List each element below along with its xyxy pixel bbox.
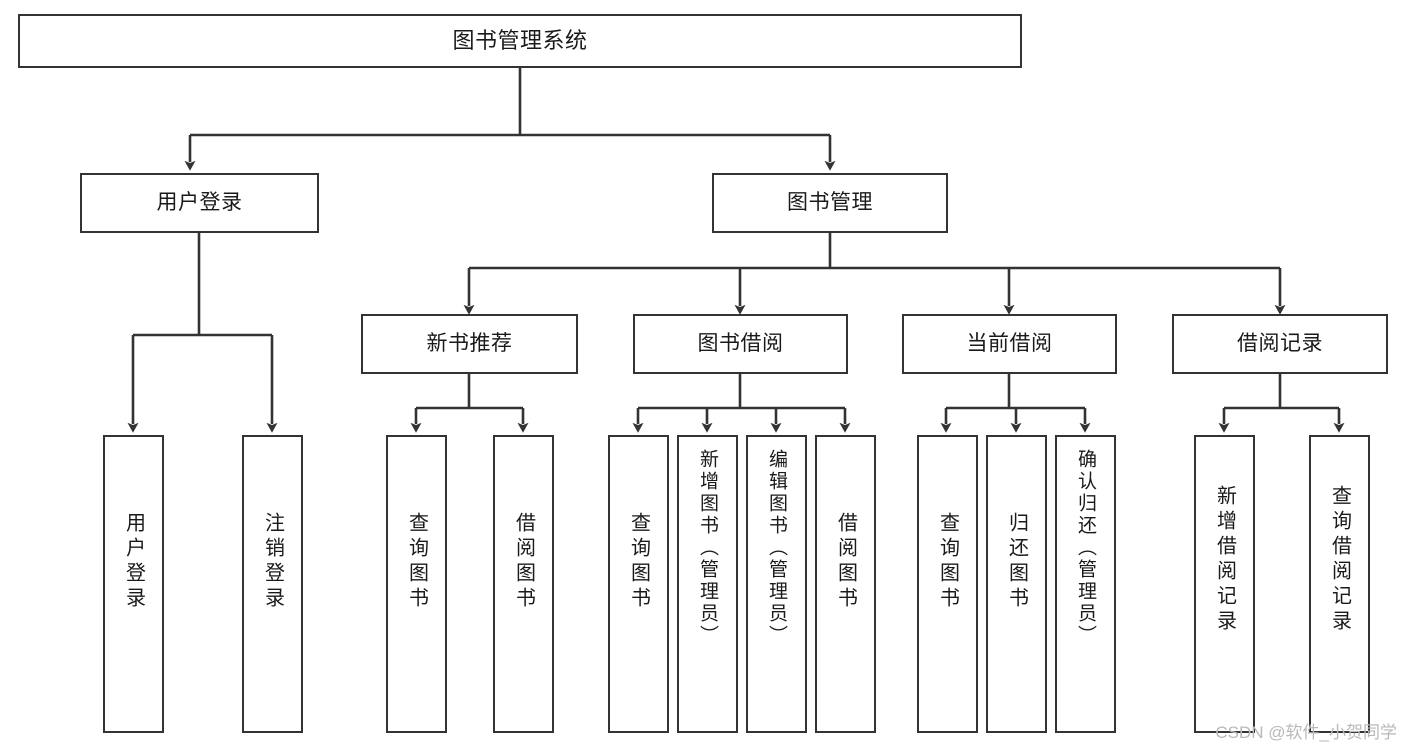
node-label: 归还图书 xyxy=(1005,512,1028,612)
node-label: 借阅图书 xyxy=(834,512,857,612)
node-label: 图书管理系统 xyxy=(452,28,588,54)
node-label: 当前借阅 xyxy=(966,331,1053,355)
node-label: 查询图书 xyxy=(627,512,650,612)
node-root-book-management-system[interactable]: 图书管理系统 xyxy=(18,14,1022,68)
node-label: 借阅图书 xyxy=(512,512,535,612)
node-label: 新书推荐 xyxy=(426,331,513,355)
leaf-add-book-admin[interactable]: 新增图书（管理员） xyxy=(677,435,738,733)
node-book-management[interactable]: 图书管理 xyxy=(712,173,948,233)
node-label: 用户登录 xyxy=(156,190,243,214)
leaf-user-login[interactable]: 用户登录 xyxy=(103,435,164,733)
csdn-watermark: CSDN @软件_小贺同学 xyxy=(1215,723,1397,742)
leaf-borrow-book-borrow[interactable]: 借阅图书 xyxy=(815,435,876,733)
node-label: 查询图书 xyxy=(936,512,959,612)
node-current-borrow[interactable]: 当前借阅 xyxy=(902,314,1117,374)
node-label: 确认归还（管理员） xyxy=(1075,449,1096,647)
leaf-borrow-book-recommend[interactable]: 借阅图书 xyxy=(493,435,554,733)
node-label: 新增借阅记录 xyxy=(1213,485,1236,635)
leaf-logout-login[interactable]: 注销登录 xyxy=(242,435,303,733)
leaf-add-borrow-record[interactable]: 新增借阅记录 xyxy=(1194,435,1255,733)
node-new-book-recommend[interactable]: 新书推荐 xyxy=(361,314,578,374)
node-user-login[interactable]: 用户登录 xyxy=(80,173,319,233)
leaf-query-book-borrow[interactable]: 查询图书 xyxy=(608,435,669,733)
node-label: 编辑图书（管理员） xyxy=(766,449,787,647)
node-label: 借阅记录 xyxy=(1237,331,1323,355)
leaf-query-book-recommend[interactable]: 查询图书 xyxy=(386,435,447,733)
node-label: 新增图书（管理员） xyxy=(697,449,718,647)
node-book-borrow[interactable]: 图书借阅 xyxy=(633,314,848,374)
node-label: 用户登录 xyxy=(122,512,145,612)
node-label: 查询图书 xyxy=(405,512,428,612)
leaf-query-borrow-record[interactable]: 查询借阅记录 xyxy=(1309,435,1370,733)
leaf-edit-book-admin[interactable]: 编辑图书（管理员） xyxy=(746,435,807,733)
node-label: 注销登录 xyxy=(261,512,284,612)
leaf-query-book-current[interactable]: 查询图书 xyxy=(917,435,978,733)
node-borrow-record[interactable]: 借阅记录 xyxy=(1172,314,1388,374)
leaf-return-book[interactable]: 归还图书 xyxy=(986,435,1047,733)
leaf-confirm-return-admin[interactable]: 确认归还（管理员） xyxy=(1055,435,1116,733)
node-label: 图书管理 xyxy=(787,190,873,214)
node-label: 图书借阅 xyxy=(697,331,784,355)
node-label: 查询借阅记录 xyxy=(1328,485,1351,635)
